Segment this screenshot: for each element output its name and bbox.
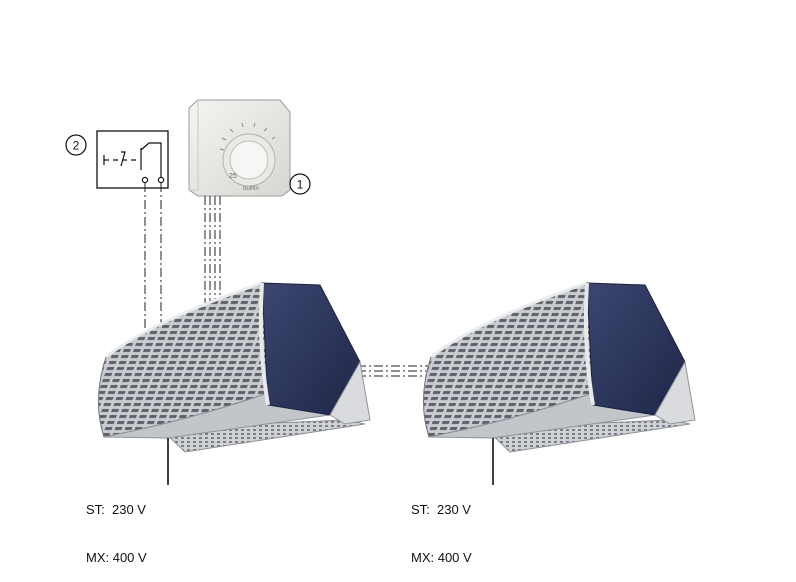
callout-2: 2 <box>65 134 87 156</box>
callout-2-number: 2 <box>73 139 80 153</box>
unit-2-voltage-st: ST: 230 V <box>411 502 471 517</box>
callout-1-number: 1 <box>297 178 304 192</box>
unit-2-voltage-mx: MX: 400 V <box>411 550 472 565</box>
switch-box <box>96 130 169 189</box>
callout-1: 1 <box>289 173 311 195</box>
thermostat: 25 bullfin <box>188 99 291 197</box>
thermostat-dial-mark: 25 <box>229 173 237 180</box>
unit-1-voltage-label: ST: 230 V MX: 400 V <box>86 470 147 582</box>
air-curtain-unit-2 <box>423 281 696 485</box>
unit-1-voltage-st: ST: 230 V <box>86 502 146 517</box>
unit-1-voltage-mx: MX: 400 V <box>86 550 147 565</box>
wiring-lines <box>144 183 428 377</box>
thermostat-brand: bullfin <box>243 186 259 192</box>
unit-2-voltage-label: ST: 230 V MX: 400 V <box>411 470 472 582</box>
air-curtain-unit-1 <box>98 281 371 485</box>
